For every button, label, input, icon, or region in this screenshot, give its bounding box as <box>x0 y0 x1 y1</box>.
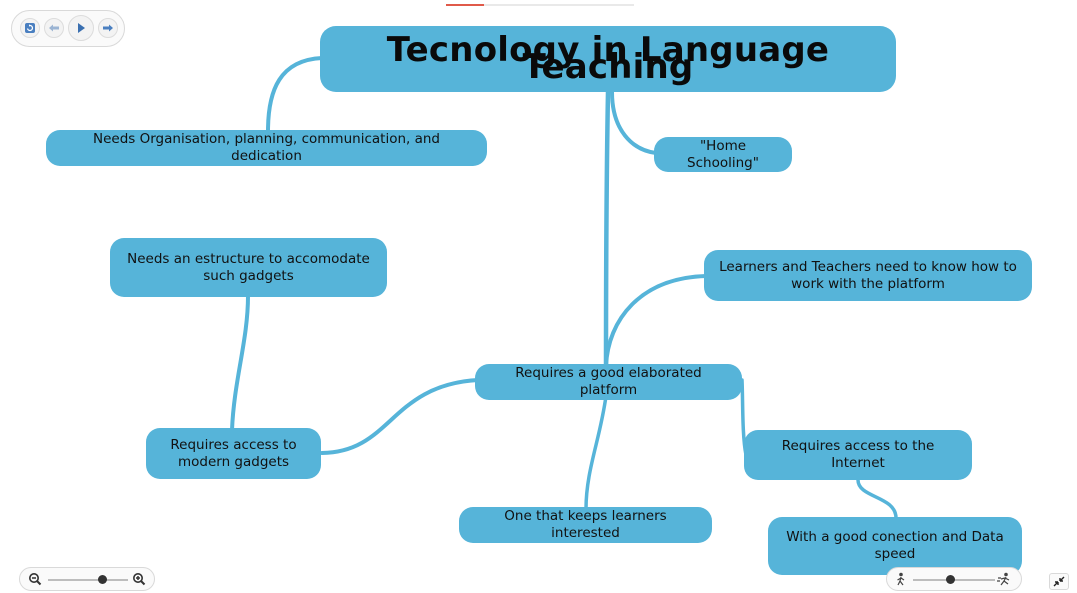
forward-icon[interactable] <box>98 18 118 38</box>
node-connection[interactable]: With a good conection and Data speed <box>768 517 1022 575</box>
speed-control <box>886 567 1022 591</box>
play-icon[interactable] <box>68 15 94 41</box>
zoom-out-icon[interactable] <box>28 572 42 586</box>
run-fast-icon[interactable] <box>997 572 1012 587</box>
back-icon[interactable] <box>44 18 64 38</box>
speed-slider-handle[interactable] <box>945 575 955 584</box>
node-interested[interactable]: One that keeps learners interested <box>459 507 712 543</box>
link-internet-connection <box>856 478 898 520</box>
progress-indicator <box>446 4 484 6</box>
zoom-slider-handle[interactable] <box>98 575 108 584</box>
zoom-slider-track[interactable] <box>48 579 128 581</box>
collapse-fullscreen-button[interactable] <box>1049 573 1069 590</box>
refresh-icon[interactable] <box>20 18 40 38</box>
node-estructure[interactable]: Needs an estructure to accomodate such g… <box>110 238 387 297</box>
collapse-icon <box>1053 576 1065 587</box>
link-root-organisation <box>266 56 324 133</box>
link-platform-interested <box>584 394 608 511</box>
node-organisation[interactable]: Needs Organisation, planning, communicat… <box>46 130 487 166</box>
node-know-platform[interactable]: Learners and Teachers need to know how t… <box>704 250 1032 301</box>
node-home-schooling[interactable]: "Home Schooling" <box>654 137 792 172</box>
link-gadgets-estructure <box>230 294 250 432</box>
link-platform-knowplatform <box>604 274 708 368</box>
root-topic[interactable]: Tecnology in Language Teaching <box>320 26 896 92</box>
link-root-homeschooling <box>610 90 658 155</box>
node-gadgets[interactable]: Requires access to modern gadgets <box>146 428 321 479</box>
navigation-controls <box>11 10 125 47</box>
walk-slow-icon[interactable] <box>895 572 907 587</box>
link-root-platform <box>603 89 611 371</box>
node-platform[interactable]: Requires a good elaborated platform <box>475 364 742 400</box>
zoom-control <box>19 567 155 591</box>
zoom-in-icon[interactable] <box>132 572 146 586</box>
link-platform-gadgets <box>320 378 480 455</box>
node-internet[interactable]: Requires access to the Internet <box>744 430 972 480</box>
progress-strip <box>446 4 634 6</box>
